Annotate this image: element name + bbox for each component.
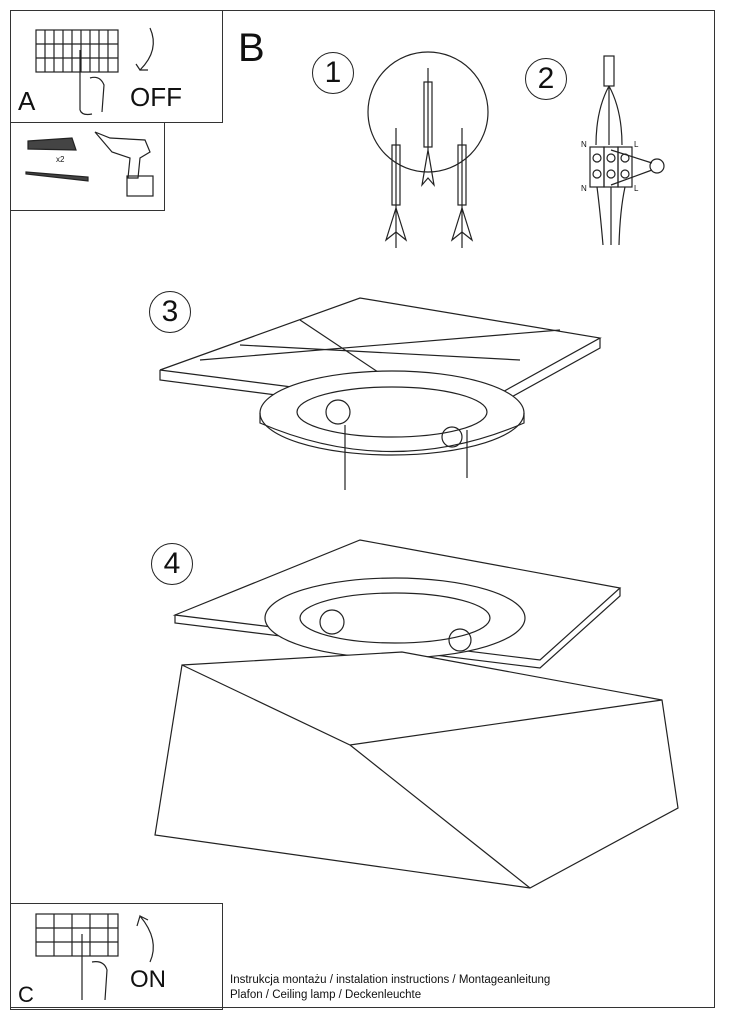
panel-b-letter: B [238, 26, 265, 70]
panel-a-letter: A [18, 86, 36, 116]
wall-plug-and-screw-icon [25, 137, 89, 182]
drill-icon [94, 131, 154, 197]
step-4-number: 4 [151, 543, 193, 585]
panel-c-on-label: ON [130, 966, 166, 993]
wire-label-n-top: N [581, 140, 587, 149]
wire-label-n-bottom: N [581, 184, 587, 193]
step-2-wiring-illustration [589, 55, 665, 246]
page-frame [10, 10, 715, 1008]
breaker-panel-off-icon [35, 27, 154, 116]
tools-panel [10, 122, 165, 211]
step-1-drill-plug-illustration [367, 51, 489, 248]
wire-label-l-top: L [634, 140, 639, 149]
caption-line-2: Plafon / Ceiling lamp / Deckenleuchte [230, 989, 422, 1001]
panel-a-off-label: OFF [130, 82, 182, 112]
step-4-lampshade-illustration [154, 539, 679, 889]
step-2-number: 2 [525, 58, 567, 100]
breaker-panel-on-icon [35, 913, 154, 1001]
caption-line-1: Instrukcja montażu / instalation instruc… [230, 974, 551, 986]
step-3-number: 3 [149, 291, 191, 333]
panel-a [10, 10, 223, 123]
panel-c [10, 903, 223, 1010]
panel-c-letter: C [18, 982, 34, 1007]
step-1-number: 1 [312, 52, 354, 94]
quantity-label: x2 [56, 155, 65, 164]
step-3-mounting-plate-illustration [159, 297, 602, 490]
wire-label-l-bottom: L [634, 184, 639, 193]
